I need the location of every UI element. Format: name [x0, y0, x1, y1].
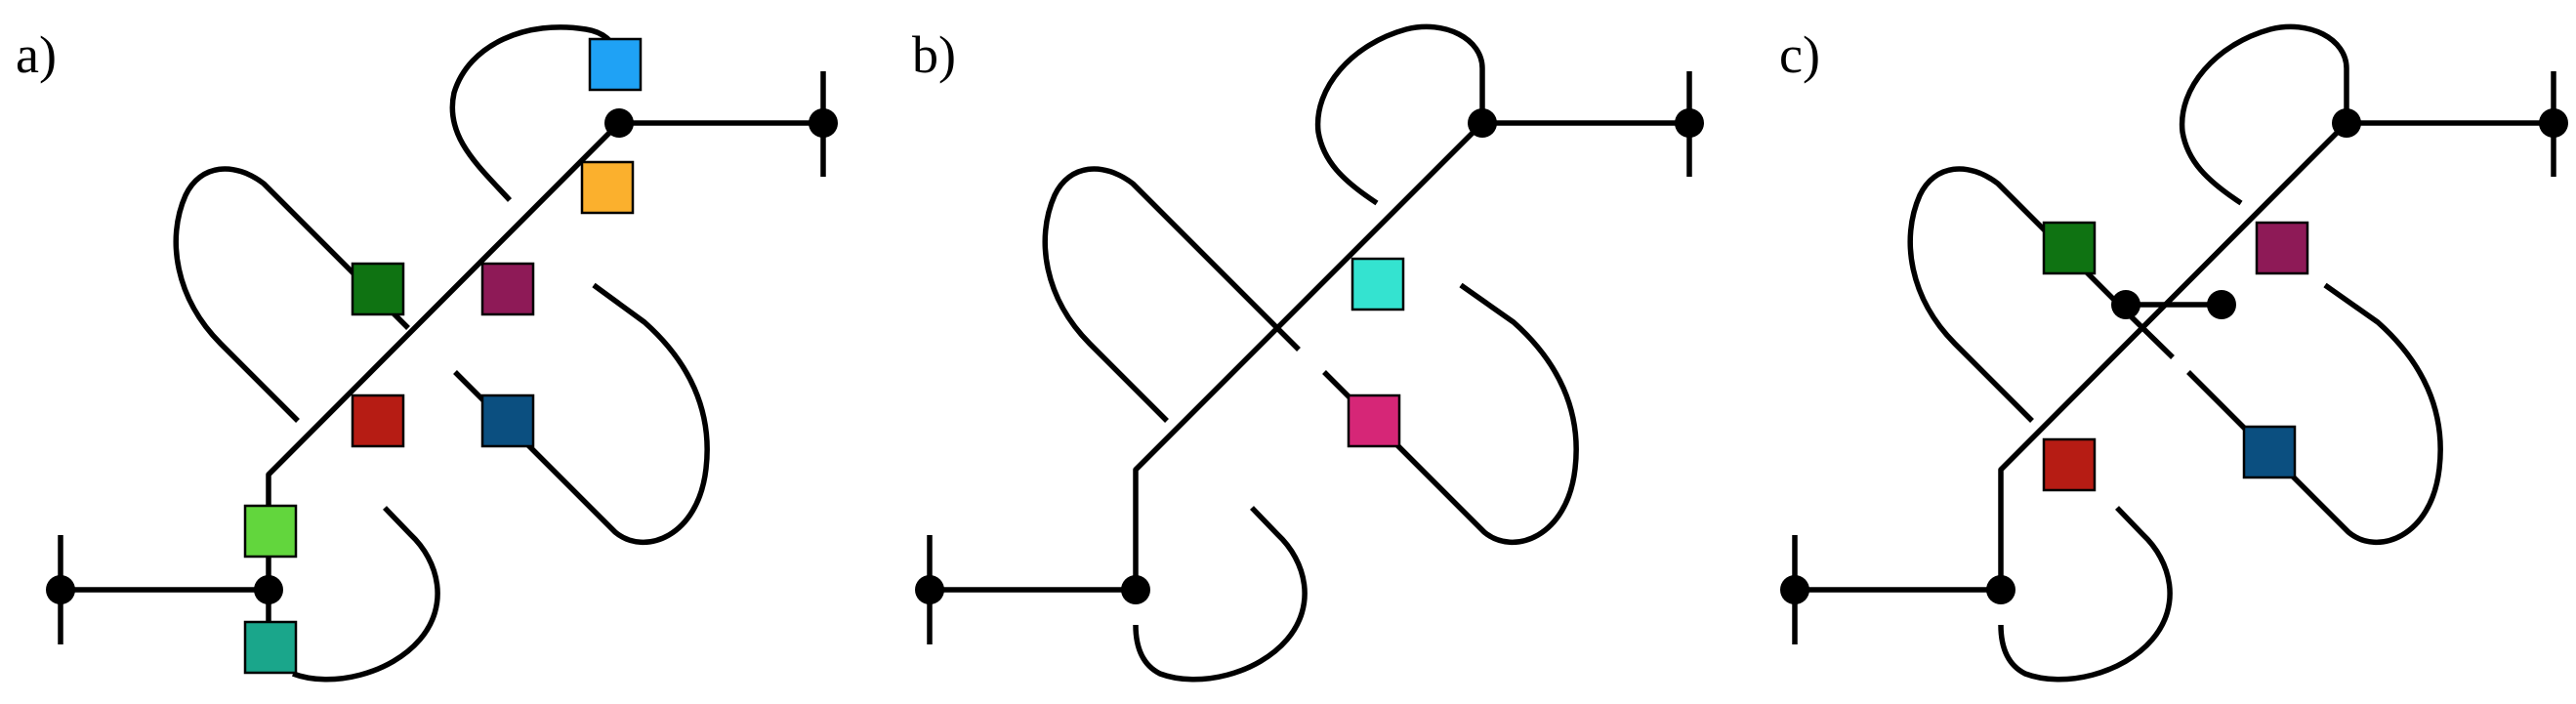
panel-c-bottom-loop: [1998, 506, 2173, 683]
panel-b-bottom-loop: [1133, 506, 1308, 683]
panel-c-main-diagonal: [1998, 121, 2348, 590]
panel-c: c): [1779, 23, 2568, 683]
panel-c-label: c): [1779, 25, 1820, 84]
panel-a-node-bottom-end: [46, 575, 75, 604]
panel-c-left-loop: [1907, 166, 2175, 423]
panel-a-tensor-6: [480, 393, 535, 448]
panel-b-node-top: [1468, 108, 1497, 138]
panel-c-right-loop: [2186, 282, 2443, 545]
panel-c-node-top: [2332, 108, 2361, 138]
panel-a-main-diagonal: [266, 121, 621, 590]
panel-b-tensor-2: [1347, 393, 1401, 448]
panel-b-node-bottom-end: [915, 575, 944, 604]
panel-b-top-arm: [1482, 71, 1692, 177]
panel-c-tensor-4: [2242, 425, 2297, 479]
panel-c-node-bond-left: [2111, 290, 2140, 319]
panel-a-bottom-arm: [58, 535, 271, 644]
panel-a: a): [16, 24, 838, 683]
panel-b-right-loop: [1322, 282, 1579, 545]
panel-b-main-diagonal: [1133, 121, 1484, 590]
panel-a-tensor-1: [588, 37, 643, 92]
panel-c-node-bottom-end: [1780, 575, 1809, 604]
panel-b-node-top-end: [1675, 108, 1704, 138]
panel-a-node-top-end: [809, 108, 838, 138]
panel-a-node-bottom: [254, 575, 283, 604]
panel-b-node-bottom: [1121, 575, 1150, 604]
panel-a-left-loop: [173, 166, 388, 423]
panel-b-label: b): [912, 25, 956, 84]
panel-a-tensor-2: [580, 160, 635, 215]
panel-a-node-top: [604, 108, 634, 138]
panel-b-tensor-1: [1350, 257, 1405, 311]
panel-a-right-loop: [453, 282, 710, 545]
panel-a-top-loop: [449, 24, 622, 202]
panel-c-tensor-3: [2042, 437, 2097, 492]
panel-c-tensor-1: [2042, 221, 2097, 275]
panel-c-node-bond-right: [2207, 290, 2236, 319]
panel-a-bottom-loop: [292, 506, 440, 683]
panel-a-tensor-4: [351, 262, 405, 316]
panel-a-tensor-5: [351, 393, 405, 448]
panel-a-tensor-3: [480, 262, 535, 316]
panel-c-tensor-2: [2255, 221, 2309, 275]
panel-a-tensor-7: [243, 504, 298, 559]
panel-a-top-arm: [619, 71, 826, 177]
panel-b-bottom-arm: [927, 535, 1136, 644]
panel-a-tensor-8: [243, 620, 298, 675]
panel-b-left-loop: [1042, 166, 1301, 423]
panel-c-node-bottom: [1986, 575, 2015, 604]
panel-c-top-arm: [2347, 71, 2556, 177]
panel-c-bottom-arm: [1792, 535, 2001, 644]
panel-c-top-loop: [2179, 23, 2349, 206]
panel-b-top-loop: [1314, 23, 1485, 206]
panel-a-label: a): [16, 25, 57, 84]
panel-b: b): [912, 23, 1704, 683]
panel-c-node-top-end: [2539, 108, 2568, 138]
